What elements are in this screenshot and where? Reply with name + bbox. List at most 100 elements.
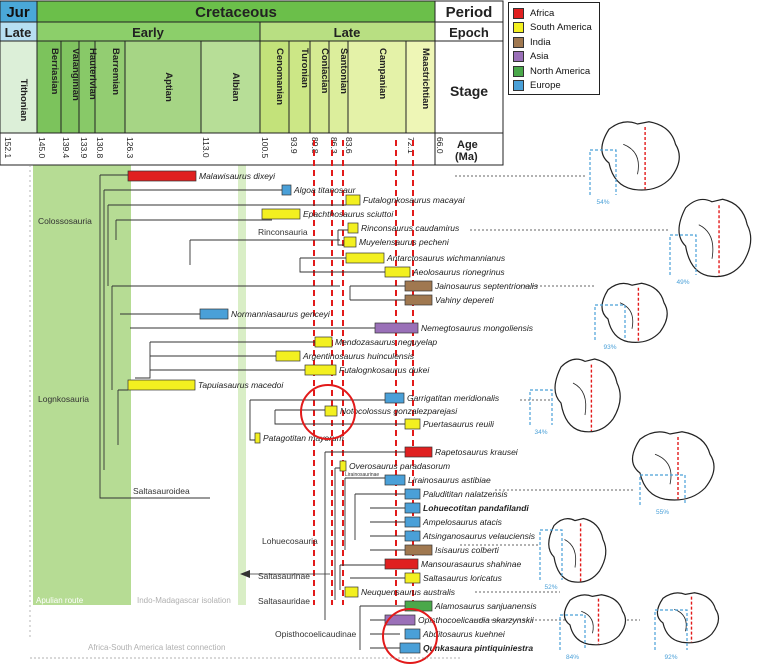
taxon-label: Mendozasaurus neguyelap xyxy=(335,337,437,347)
taxon-label: Overosaurus paradasorum xyxy=(349,461,450,471)
albian-band xyxy=(238,165,246,605)
footer-africa-south-america: Africa-South America latest connection xyxy=(88,643,225,652)
taxon-label: Paludititan nalatzensis xyxy=(423,489,508,499)
occurrence-bar xyxy=(314,336,333,348)
stage-label-8: Turonian xyxy=(299,48,310,88)
taxon-label: Jainosaurus septentrionalis xyxy=(434,281,539,291)
late-label: Late xyxy=(334,25,361,40)
footer-apulian-route: Apulian route xyxy=(36,596,84,605)
legend-label: Europe xyxy=(530,80,561,92)
stage-label-11: Campanian xyxy=(377,48,388,99)
stage-label-12: Maastrichtian xyxy=(420,48,431,109)
apulian-route-band xyxy=(33,165,131,605)
taxon-label: Lohuecotitan pandafilandi xyxy=(423,503,529,513)
vertebra-0: 54% xyxy=(589,121,680,206)
occurrence-bar xyxy=(404,488,421,500)
taxon-label: Ampelosaurus atacis xyxy=(422,517,503,527)
legend-label: South America xyxy=(530,22,592,34)
percent-label: 93% xyxy=(603,344,616,351)
stage-label-5: Aptian xyxy=(163,72,174,102)
legend-item: Africa xyxy=(513,6,595,21)
legend-item: Asia xyxy=(513,50,595,65)
occurrence-bar xyxy=(384,614,416,626)
legend-swatch xyxy=(513,7,524,19)
jur-label: Jur xyxy=(6,4,30,21)
stage-label-6: Albian xyxy=(230,72,241,101)
epoch-label: Epoch xyxy=(449,25,489,40)
percent-label: 34% xyxy=(534,429,547,436)
clade-rinconsauria: Rinconsauria xyxy=(258,227,308,237)
taxon-label: Rinconsaurus caudamirus xyxy=(361,223,460,233)
vertebra-2: 93% xyxy=(594,282,668,351)
clade-lirainosaurinae: Lirainosaurinae xyxy=(345,472,379,478)
taxon-label: Mansourasaurus shahinae xyxy=(421,559,521,569)
occurrence-bar xyxy=(404,502,421,514)
chronostrat-header xyxy=(0,0,504,166)
taxon-label: Tapuiasaurus macedoi xyxy=(198,380,284,390)
age-tick-13: 66.0 xyxy=(435,137,445,154)
footer-indo-madagascar: Indo-Madagascar isolation xyxy=(137,596,231,605)
occurrence-bar xyxy=(404,572,421,584)
taxon-label: Antarctosaurus wichmannianus xyxy=(386,253,506,263)
stage-label-1: Berriasian xyxy=(49,48,60,95)
occurrence-bar xyxy=(404,280,433,292)
stage-label-2: Valanginian xyxy=(70,48,81,101)
stage-label: Stage xyxy=(450,83,488,99)
age-tick-2: 139.4 xyxy=(61,137,71,159)
age-label-2: (Ma) xyxy=(455,151,478,163)
occurrence-bar xyxy=(347,222,359,234)
age-tick-3: 133.9 xyxy=(79,137,89,159)
occurrence-bar xyxy=(345,252,385,264)
percent-label: 54% xyxy=(596,199,609,206)
legend-label: Asia xyxy=(530,51,549,63)
clade-lohuecosauria: Lohuecosauria xyxy=(262,536,318,546)
age-tick-11: 83.6 xyxy=(344,137,354,154)
occurrence-bar xyxy=(275,350,301,362)
vertebra-5: 52% xyxy=(539,517,607,591)
taxon-label: Muyelensaurus pecheni xyxy=(359,237,450,247)
occurrence-bar xyxy=(344,586,359,598)
occurrence-bar xyxy=(384,558,419,570)
taxon-label: Nemegtosaurus mongoliensis xyxy=(421,323,534,333)
clade-saltasaurinae: Saltasaurinae xyxy=(258,571,310,581)
legend-label: Africa xyxy=(530,7,555,19)
occurrence-bar xyxy=(343,236,357,248)
highlight-circle-notocolossus xyxy=(300,384,356,440)
taxon-label: Futalognkosaurus macayai xyxy=(363,195,466,205)
taxon-label: Garrigatitan meridionalis xyxy=(407,393,500,403)
occurrence-bar xyxy=(384,392,405,404)
late-jur-label: Late xyxy=(5,25,32,40)
early-label: Early xyxy=(132,25,165,40)
legend-item: South America xyxy=(513,21,595,36)
taxon-label: Alamosaurus sanjuanensis xyxy=(434,601,537,611)
stage-label-3: Hauterivian xyxy=(87,48,98,100)
legend-swatch xyxy=(513,65,524,77)
age-tick-7: 100.5 xyxy=(260,137,270,159)
arrow xyxy=(240,570,330,578)
occurrence-bar xyxy=(404,628,421,640)
occurrence-bar xyxy=(324,405,338,417)
vertebra-1: 49% xyxy=(669,198,752,286)
occurrence-bar xyxy=(199,308,229,320)
taxon-label: Aeolosaurus rionegrinus xyxy=(412,267,505,277)
age-tick-6: 113.0 xyxy=(201,137,211,158)
clade-saltasauroidea: Saltasauroidea xyxy=(133,486,190,496)
age-tick-4: 130.8 xyxy=(95,137,105,159)
taxon-label: Isisaurus colberti xyxy=(435,545,500,555)
percent-label: 92% xyxy=(664,654,677,661)
legend-label: India xyxy=(530,36,551,48)
clade-colossosauria: Colossosauria xyxy=(38,216,92,226)
age-tick-5: 126.3 xyxy=(125,137,135,159)
vertebra-4: 55% xyxy=(631,431,715,516)
legend-swatch xyxy=(513,80,524,92)
occurrence-bar xyxy=(345,194,361,206)
vertebrae-illustrations: 54% 49% 93% 34% 55% 52% 84% 92% xyxy=(529,121,752,661)
taxon-label: Notocolossus gonzalezparejasi xyxy=(340,406,458,416)
stage-label-10: Santonian xyxy=(338,48,349,94)
occurrence-bar xyxy=(384,474,406,486)
percent-label: 84% xyxy=(566,654,579,661)
taxon-label: Normanniasaurus genceyi xyxy=(231,309,331,319)
legend-swatch xyxy=(513,36,524,48)
